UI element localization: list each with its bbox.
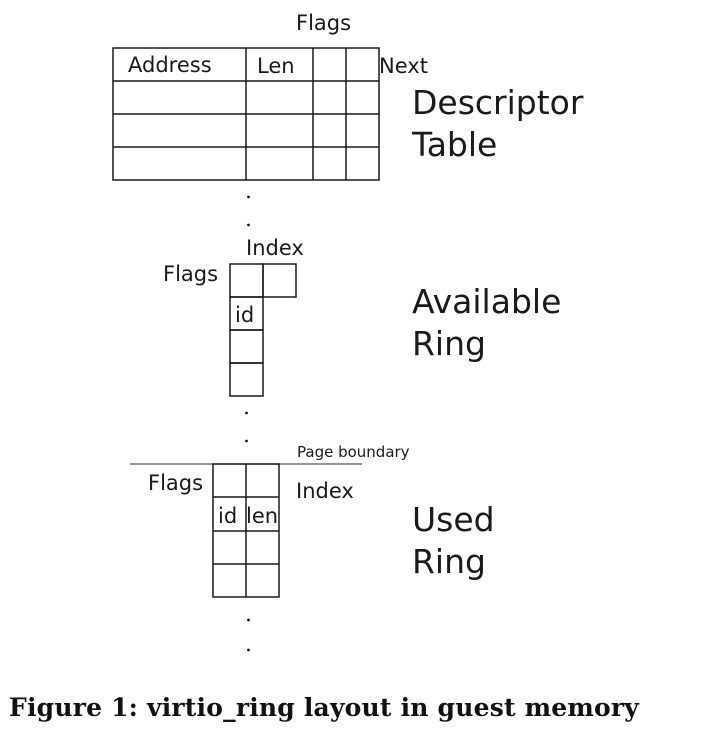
used-flags-label: Flags xyxy=(148,471,203,495)
descriptor-table-title-line1: Descriptor xyxy=(412,83,584,122)
continuation-dot xyxy=(245,411,248,415)
available-continuation-dots xyxy=(245,411,248,443)
continuation-dot xyxy=(247,618,250,622)
continuation-dot xyxy=(247,195,250,199)
page-boundary-label: Page boundary xyxy=(297,443,410,461)
available-ring-title-line1: Available xyxy=(412,282,561,321)
virtio-ring-diagram: Flags Address Len Next Descriptor Table … xyxy=(112,11,584,652)
figure-caption: Figure 1: virtio_ring layout in guest me… xyxy=(9,693,640,722)
descriptor-table-title-line2: Table xyxy=(411,125,497,164)
descriptor-table-grid xyxy=(112,47,380,181)
available-flags-cell xyxy=(229,263,264,298)
used-len-label: len xyxy=(246,504,278,528)
used-ring-grid xyxy=(212,463,280,598)
used-id-label: id xyxy=(218,504,237,528)
available-ring-entry xyxy=(229,329,264,364)
used-index-label: Index xyxy=(296,479,354,503)
available-flags-label: Flags xyxy=(163,262,218,286)
used-ring-title-line2: Ring xyxy=(412,542,486,581)
continuation-dot xyxy=(247,223,250,227)
continuation-dot xyxy=(245,439,248,443)
available-index-cell xyxy=(262,263,297,298)
available-ring-grid xyxy=(229,263,297,397)
descriptor-len-header: Len xyxy=(257,54,295,78)
descriptor-flags-header: Flags xyxy=(296,11,351,35)
available-index-label: Index xyxy=(246,236,304,260)
used-ring-title-line1: Used xyxy=(412,500,495,539)
available-id-label: id xyxy=(235,303,254,327)
used-continuation-dots xyxy=(247,618,250,652)
descriptor-address-header: Address xyxy=(128,53,212,77)
descriptor-next-header: Next xyxy=(379,54,428,78)
descriptor-continuation-dots xyxy=(247,195,250,227)
available-ring-entry xyxy=(229,362,264,397)
continuation-dot xyxy=(247,648,250,652)
available-ring-title-line2: Ring xyxy=(412,324,486,363)
